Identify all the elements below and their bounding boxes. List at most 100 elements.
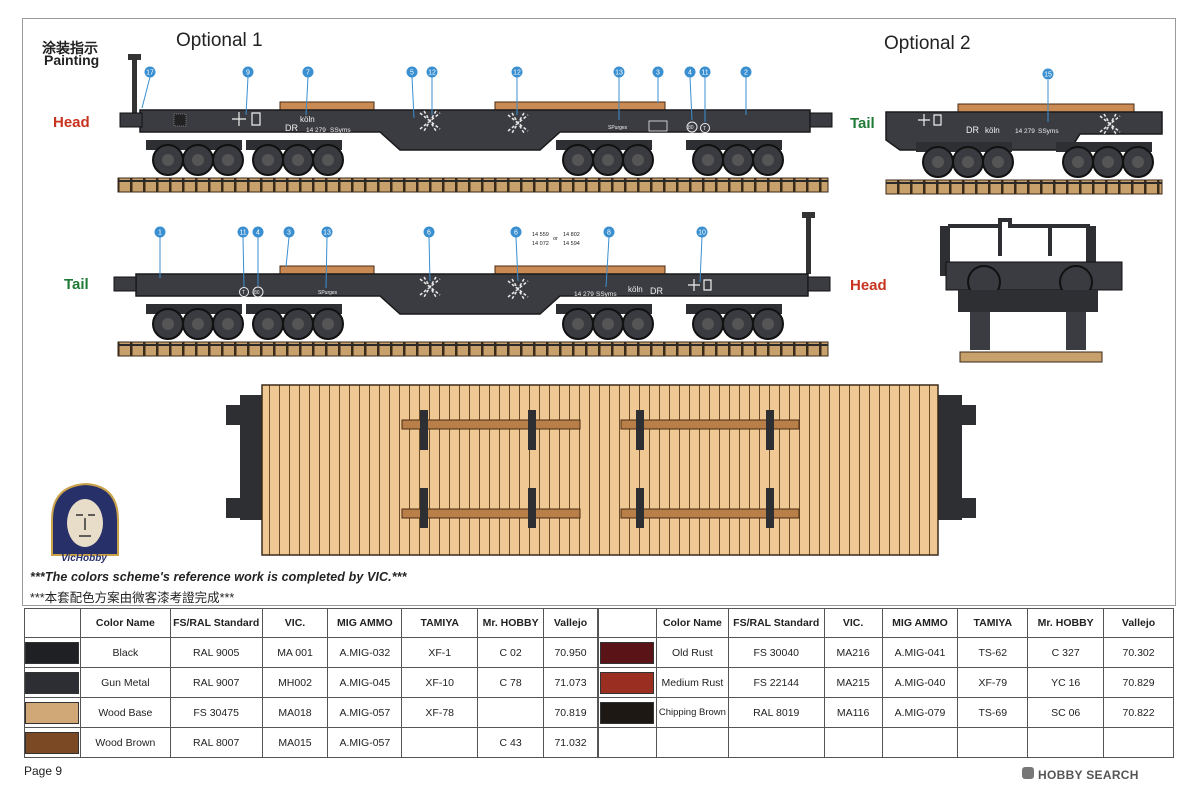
marking-koln-bottom: köln bbox=[628, 285, 643, 294]
table-row: Old Rust FS 30040 MA216 A.MIG-041 TS-62 … bbox=[598, 637, 1174, 668]
callout-top-0: 17 bbox=[146, 70, 154, 77]
color-swatch bbox=[25, 671, 80, 694]
head-label-bottom: Head bbox=[850, 277, 887, 294]
marking-brake-top: 80 bbox=[688, 125, 694, 131]
callout-bottom-3: 3 bbox=[287, 230, 291, 237]
painting-title-en: Painting bbox=[44, 52, 100, 68]
hobbysearch-icon bbox=[1022, 767, 1034, 779]
color-vic: MA215 bbox=[823, 667, 883, 698]
callout-bottom-8: 10 bbox=[698, 230, 706, 237]
color-vic: MA015 bbox=[261, 727, 329, 758]
color-vallejo: 71.032 bbox=[543, 727, 598, 758]
optional-1-label: Optional 1 bbox=[176, 30, 263, 51]
color-mrhobby: C 43 bbox=[477, 727, 545, 758]
callout-top-5: 12 bbox=[513, 70, 521, 77]
marking-type-opt2: SSyms bbox=[1038, 128, 1059, 135]
color-swatch bbox=[600, 701, 655, 724]
color-mrhobby: C 02 bbox=[477, 637, 545, 668]
callout-top-1: 9 bbox=[246, 70, 250, 77]
color-mig: A.MIG-079 bbox=[881, 697, 959, 728]
color-name: Wood Brown bbox=[79, 727, 171, 758]
header-vallejo: Vallejo bbox=[1103, 608, 1174, 638]
marking-number-bottom: 14 279 bbox=[574, 291, 594, 298]
color-mig bbox=[881, 727, 959, 758]
color-tamiya: XF-79 bbox=[957, 667, 1029, 698]
alt-number-d: 14 594 bbox=[563, 241, 580, 247]
tail-label-bottom: Tail bbox=[64, 276, 89, 293]
color-tamiya bbox=[401, 727, 479, 758]
tail-label-opt2: Tail bbox=[850, 115, 875, 132]
header-vic: VIC. bbox=[823, 608, 883, 638]
table-header-row: Color Name FS/RAL Standard VIC. MIG AMMO… bbox=[598, 608, 1174, 638]
color-vic: MA018 bbox=[261, 697, 329, 728]
callout-bottom-7: 8 bbox=[607, 230, 611, 237]
header-mrhobby: Mr. HOBBY bbox=[1027, 608, 1105, 638]
color-vic: MA216 bbox=[823, 637, 883, 668]
color-mrhobby: C 78 bbox=[477, 667, 545, 698]
color-vallejo: 70.822 bbox=[1103, 697, 1174, 728]
page-number: Page 9 bbox=[24, 764, 63, 778]
header-tamiya: TAMIYA bbox=[957, 608, 1029, 638]
callout-bottom-4: 13 bbox=[323, 230, 331, 237]
callout-top-9: 11 bbox=[701, 70, 708, 77]
color-standard: RAL 8019 bbox=[727, 697, 825, 728]
marking-type-top: SSyms bbox=[330, 127, 351, 134]
color-vic bbox=[823, 727, 883, 758]
color-name: Chipping Brown bbox=[655, 697, 729, 728]
color-vallejo: 70.950 bbox=[543, 637, 598, 668]
color-tamiya: XF-78 bbox=[401, 697, 479, 728]
header-mig: MIG AMMO bbox=[881, 608, 959, 638]
color-mig: A.MIG-057 bbox=[327, 727, 403, 758]
table-row: Gun Metal RAL 9007 MH002 A.MIG-045 XF-10… bbox=[24, 667, 598, 698]
marking-number-top: 14 279 bbox=[306, 127, 326, 134]
color-tamiya: TS-69 bbox=[957, 697, 1029, 728]
header-color-name: Color Name bbox=[655, 608, 729, 638]
credit-english: ***The colors scheme's reference work is… bbox=[30, 570, 407, 584]
header-mrhobby: Mr. HOBBY bbox=[477, 608, 545, 638]
marking-sub-bottom: SPurges bbox=[318, 290, 338, 296]
color-mrhobby: YC 16 bbox=[1027, 667, 1105, 698]
color-vallejo: 70.302 bbox=[1103, 637, 1174, 668]
painting-title-zh: 涂装指示 bbox=[42, 40, 98, 56]
table-header-row: Color Name FS/RAL Standard VIC. MIG AMMO… bbox=[24, 608, 598, 638]
vichobby-logo: VicHobby bbox=[51, 482, 119, 564]
marking-brake-bottom: 80 bbox=[254, 290, 260, 296]
color-swatch bbox=[600, 641, 655, 664]
callout-top-4: 12 bbox=[428, 70, 436, 77]
table-row: Black RAL 9005 MA 001 A.MIG-032 XF-1 C 0… bbox=[24, 637, 598, 668]
callout-top-6: 13 bbox=[615, 70, 623, 77]
alt-number-or: or bbox=[553, 236, 558, 242]
header-tamiya: TAMIYA bbox=[401, 608, 479, 638]
callout-bottom-2: 4 bbox=[256, 230, 260, 237]
color-vic: MA116 bbox=[823, 697, 883, 728]
color-tamiya: XF-1 bbox=[401, 637, 479, 668]
wagon-side-bottom: T 80 SPurges 14 279 SSyms köln DR 14 559… bbox=[113, 212, 831, 357]
color-standard: RAL 9005 bbox=[169, 637, 263, 668]
color-vic: MA 001 bbox=[261, 637, 329, 668]
color-name: Gun Metal bbox=[79, 667, 171, 698]
marking-koln-top: köln bbox=[300, 115, 315, 124]
color-vallejo: 70.819 bbox=[543, 697, 598, 728]
color-vallejo: 70.829 bbox=[1103, 667, 1174, 698]
callout-bottom-0: 1 bbox=[158, 230, 162, 237]
callouts-bottom: 1 11 4 3 13 6 6 8 10 bbox=[154, 226, 708, 289]
marking-brake-letter-bottom: T bbox=[242, 290, 245, 296]
wagon-end-view bbox=[940, 218, 1123, 363]
color-swatch bbox=[25, 731, 80, 754]
marking-number-opt2: 14 279 bbox=[1015, 128, 1035, 135]
color-tamiya bbox=[957, 727, 1029, 758]
color-mrhobby: SC 06 bbox=[1027, 697, 1105, 728]
wagon-side-top: DR köln 14 279 SSyms SPurges 80 T bbox=[117, 54, 833, 193]
color-name: Medium Rust bbox=[655, 667, 729, 698]
callout-top-8: 4 bbox=[688, 70, 692, 77]
color-standard: FS 30040 bbox=[727, 637, 825, 668]
color-mrhobby bbox=[1027, 727, 1105, 758]
color-table-right: Color Name FS/RAL Standard VIC. MIG AMMO… bbox=[598, 608, 1174, 758]
marking-brake-letter-top: T bbox=[703, 126, 706, 132]
color-vallejo bbox=[1103, 727, 1174, 758]
color-vic: MH002 bbox=[261, 667, 329, 698]
callout-top-7: 3 bbox=[656, 70, 660, 77]
marking-type-bottom: SSyms bbox=[596, 291, 617, 298]
color-name: Old Rust bbox=[655, 637, 729, 668]
color-mig: A.MIG-057 bbox=[327, 697, 403, 728]
